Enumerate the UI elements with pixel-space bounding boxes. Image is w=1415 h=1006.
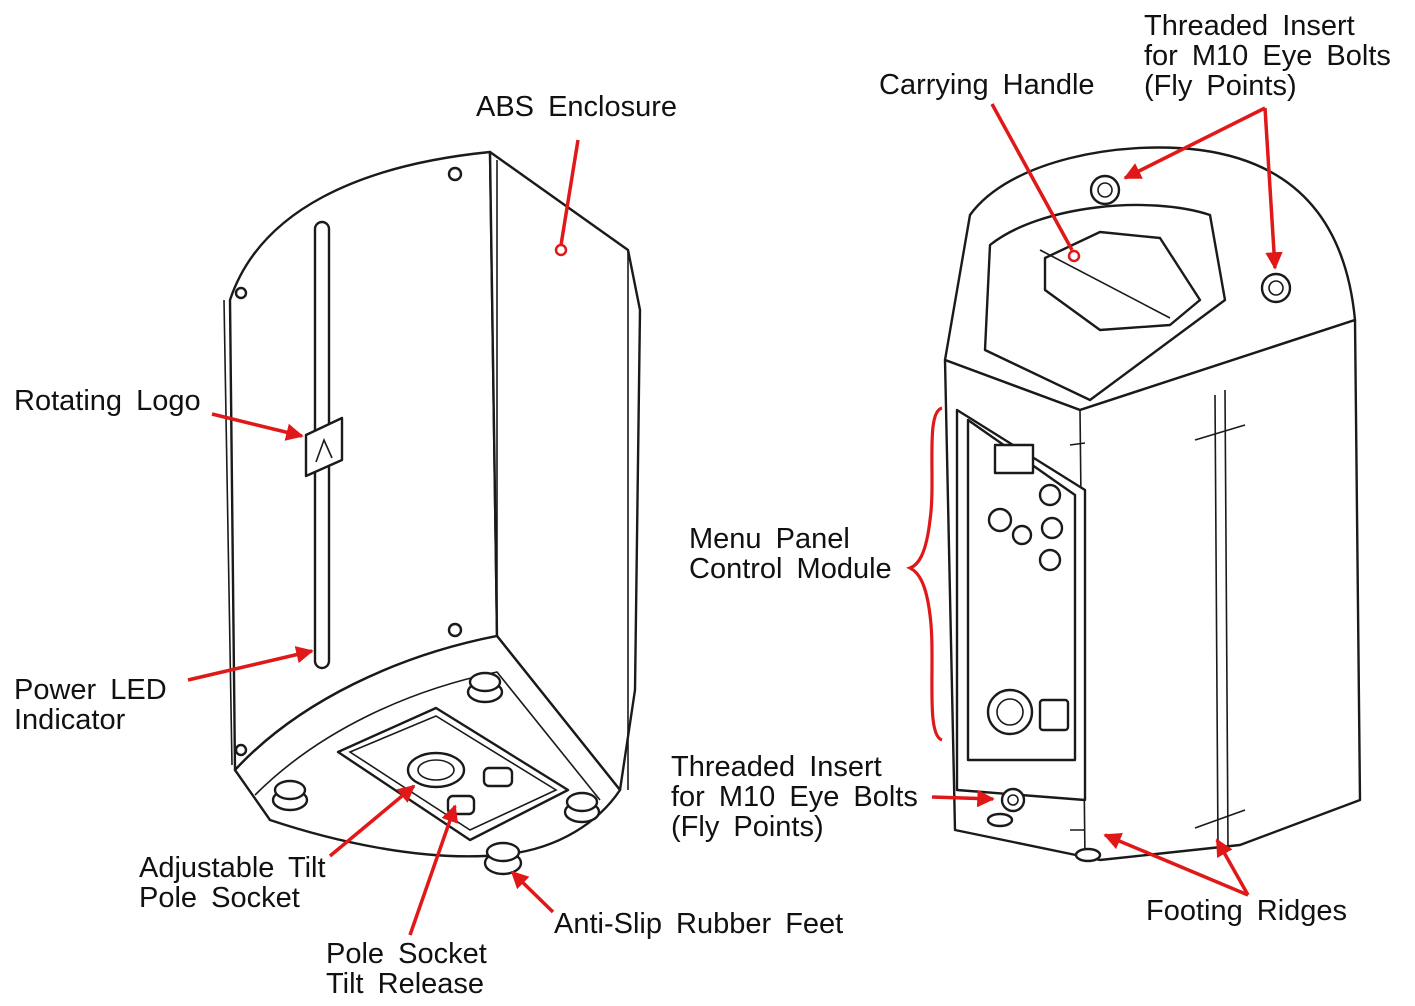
footing-ridges-arrow-b xyxy=(1215,838,1250,896)
menu-panel-brace xyxy=(906,406,943,742)
label-carrying-handle: Carrying Handle xyxy=(879,69,1095,101)
label-footing-ridges: Footing Ridges xyxy=(1146,895,1348,927)
rubber-foot xyxy=(466,671,504,704)
callout-lines xyxy=(187,103,1283,936)
rubber-foot xyxy=(563,791,601,824)
abs-enclosure-leader xyxy=(559,139,580,246)
adjustable-tilt-arrow xyxy=(328,784,416,858)
pole-socket-tilt-arrow xyxy=(408,804,459,936)
rubber-foot xyxy=(483,841,523,876)
threaded-insert-bottom-arrow xyxy=(931,789,995,808)
label-abs-enclosure: ABS Enclosure xyxy=(476,91,678,123)
anti-slip-feet-arrow xyxy=(510,870,555,914)
rotating-logo-arrow xyxy=(211,412,304,441)
carrying-handle-dot xyxy=(1067,249,1081,263)
label-rotating-logo: Rotating Logo xyxy=(14,385,201,417)
abs-enclosure-dot xyxy=(554,243,568,257)
threaded-insert-top-arrow-a xyxy=(1123,106,1266,180)
label-anti-slip-feet: Anti-Slip Rubber Feet xyxy=(554,908,844,940)
footing-ridges-arrow-a xyxy=(1103,833,1249,897)
threaded-insert-top-arrow-b xyxy=(1263,107,1283,270)
carrying-handle-leader xyxy=(990,103,1074,251)
front-speaker-illustration xyxy=(223,150,642,876)
rear-speaker-illustration xyxy=(943,146,1362,863)
rubber-foot xyxy=(271,779,309,812)
power-led-arrow xyxy=(187,646,314,682)
